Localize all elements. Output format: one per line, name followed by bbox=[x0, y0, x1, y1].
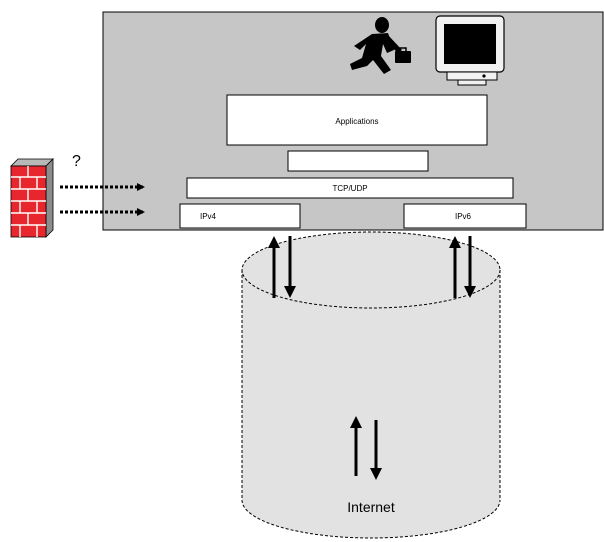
applications-layer-box bbox=[226, 94, 488, 146]
internet-cylinder bbox=[241, 231, 501, 539]
running-person-icon bbox=[350, 17, 411, 74]
applications-layer-label: Applications bbox=[335, 117, 378, 126]
ipv4-layer-box bbox=[179, 203, 301, 229]
tcp-udp-layer-box bbox=[186, 177, 514, 199]
ipv4-internet-arrows bbox=[268, 236, 296, 298]
firewall-question-mark: ? bbox=[72, 153, 81, 170]
internet-label: Internet bbox=[347, 499, 395, 515]
ipv6-internet-arrows bbox=[449, 236, 476, 298]
tcp-udp-layer-label: TCP/UDP bbox=[332, 184, 367, 193]
computer-monitor-icon bbox=[435, 15, 505, 86]
brick-firewall-icon bbox=[10, 158, 54, 238]
ipv6-layer-label: IPv6 bbox=[455, 212, 472, 221]
ipv6-layer-box bbox=[403, 203, 527, 229]
middle-layer-box bbox=[287, 150, 429, 172]
internet-traffic-arrows bbox=[350, 416, 382, 480]
ipv4-layer-label: IPv4 bbox=[200, 212, 217, 221]
